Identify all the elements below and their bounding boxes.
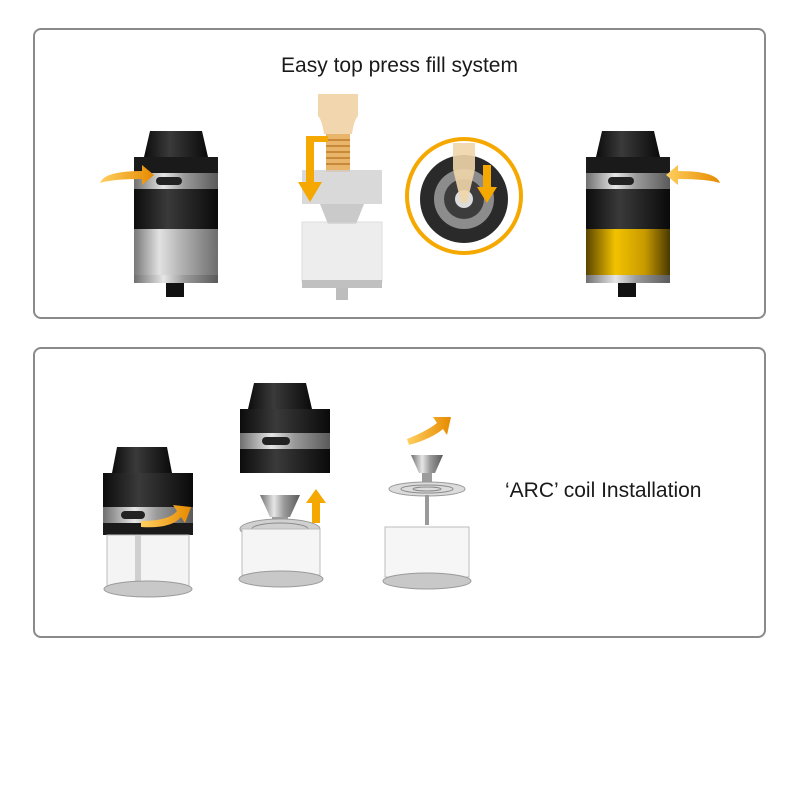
coil-removal-illustration: [382, 417, 472, 590]
top-fill-panel: Easy top press fill system: [33, 28, 766, 319]
top-cap-removed-illustration: [238, 383, 330, 588]
tank-rotate-open-illustration: [100, 131, 218, 297]
tank-unscrew-illustration: [103, 447, 193, 598]
coil-installation-caption: ‘ARC’ coil Installation: [505, 479, 702, 502]
press-down-arrow-icon: [298, 136, 328, 202]
rotate-arrow-icon: [407, 417, 451, 445]
rotate-arrow-icon: [141, 505, 191, 528]
lift-arrow-icon: [306, 489, 326, 523]
press-down-arrow-icon: [477, 165, 497, 203]
rotate-arrow-icon: [100, 165, 154, 185]
coil-installation-panel: ‘ARC’ coil Installation: [33, 347, 766, 638]
tank-press-fill-illustration: [298, 94, 383, 300]
fill-port-zoom-illustration: [405, 137, 523, 255]
rotate-arrow-icon: [666, 165, 720, 185]
top-fill-caption: Easy top press fill system: [281, 54, 518, 77]
tank-rotate-close-illustration: [586, 131, 720, 297]
